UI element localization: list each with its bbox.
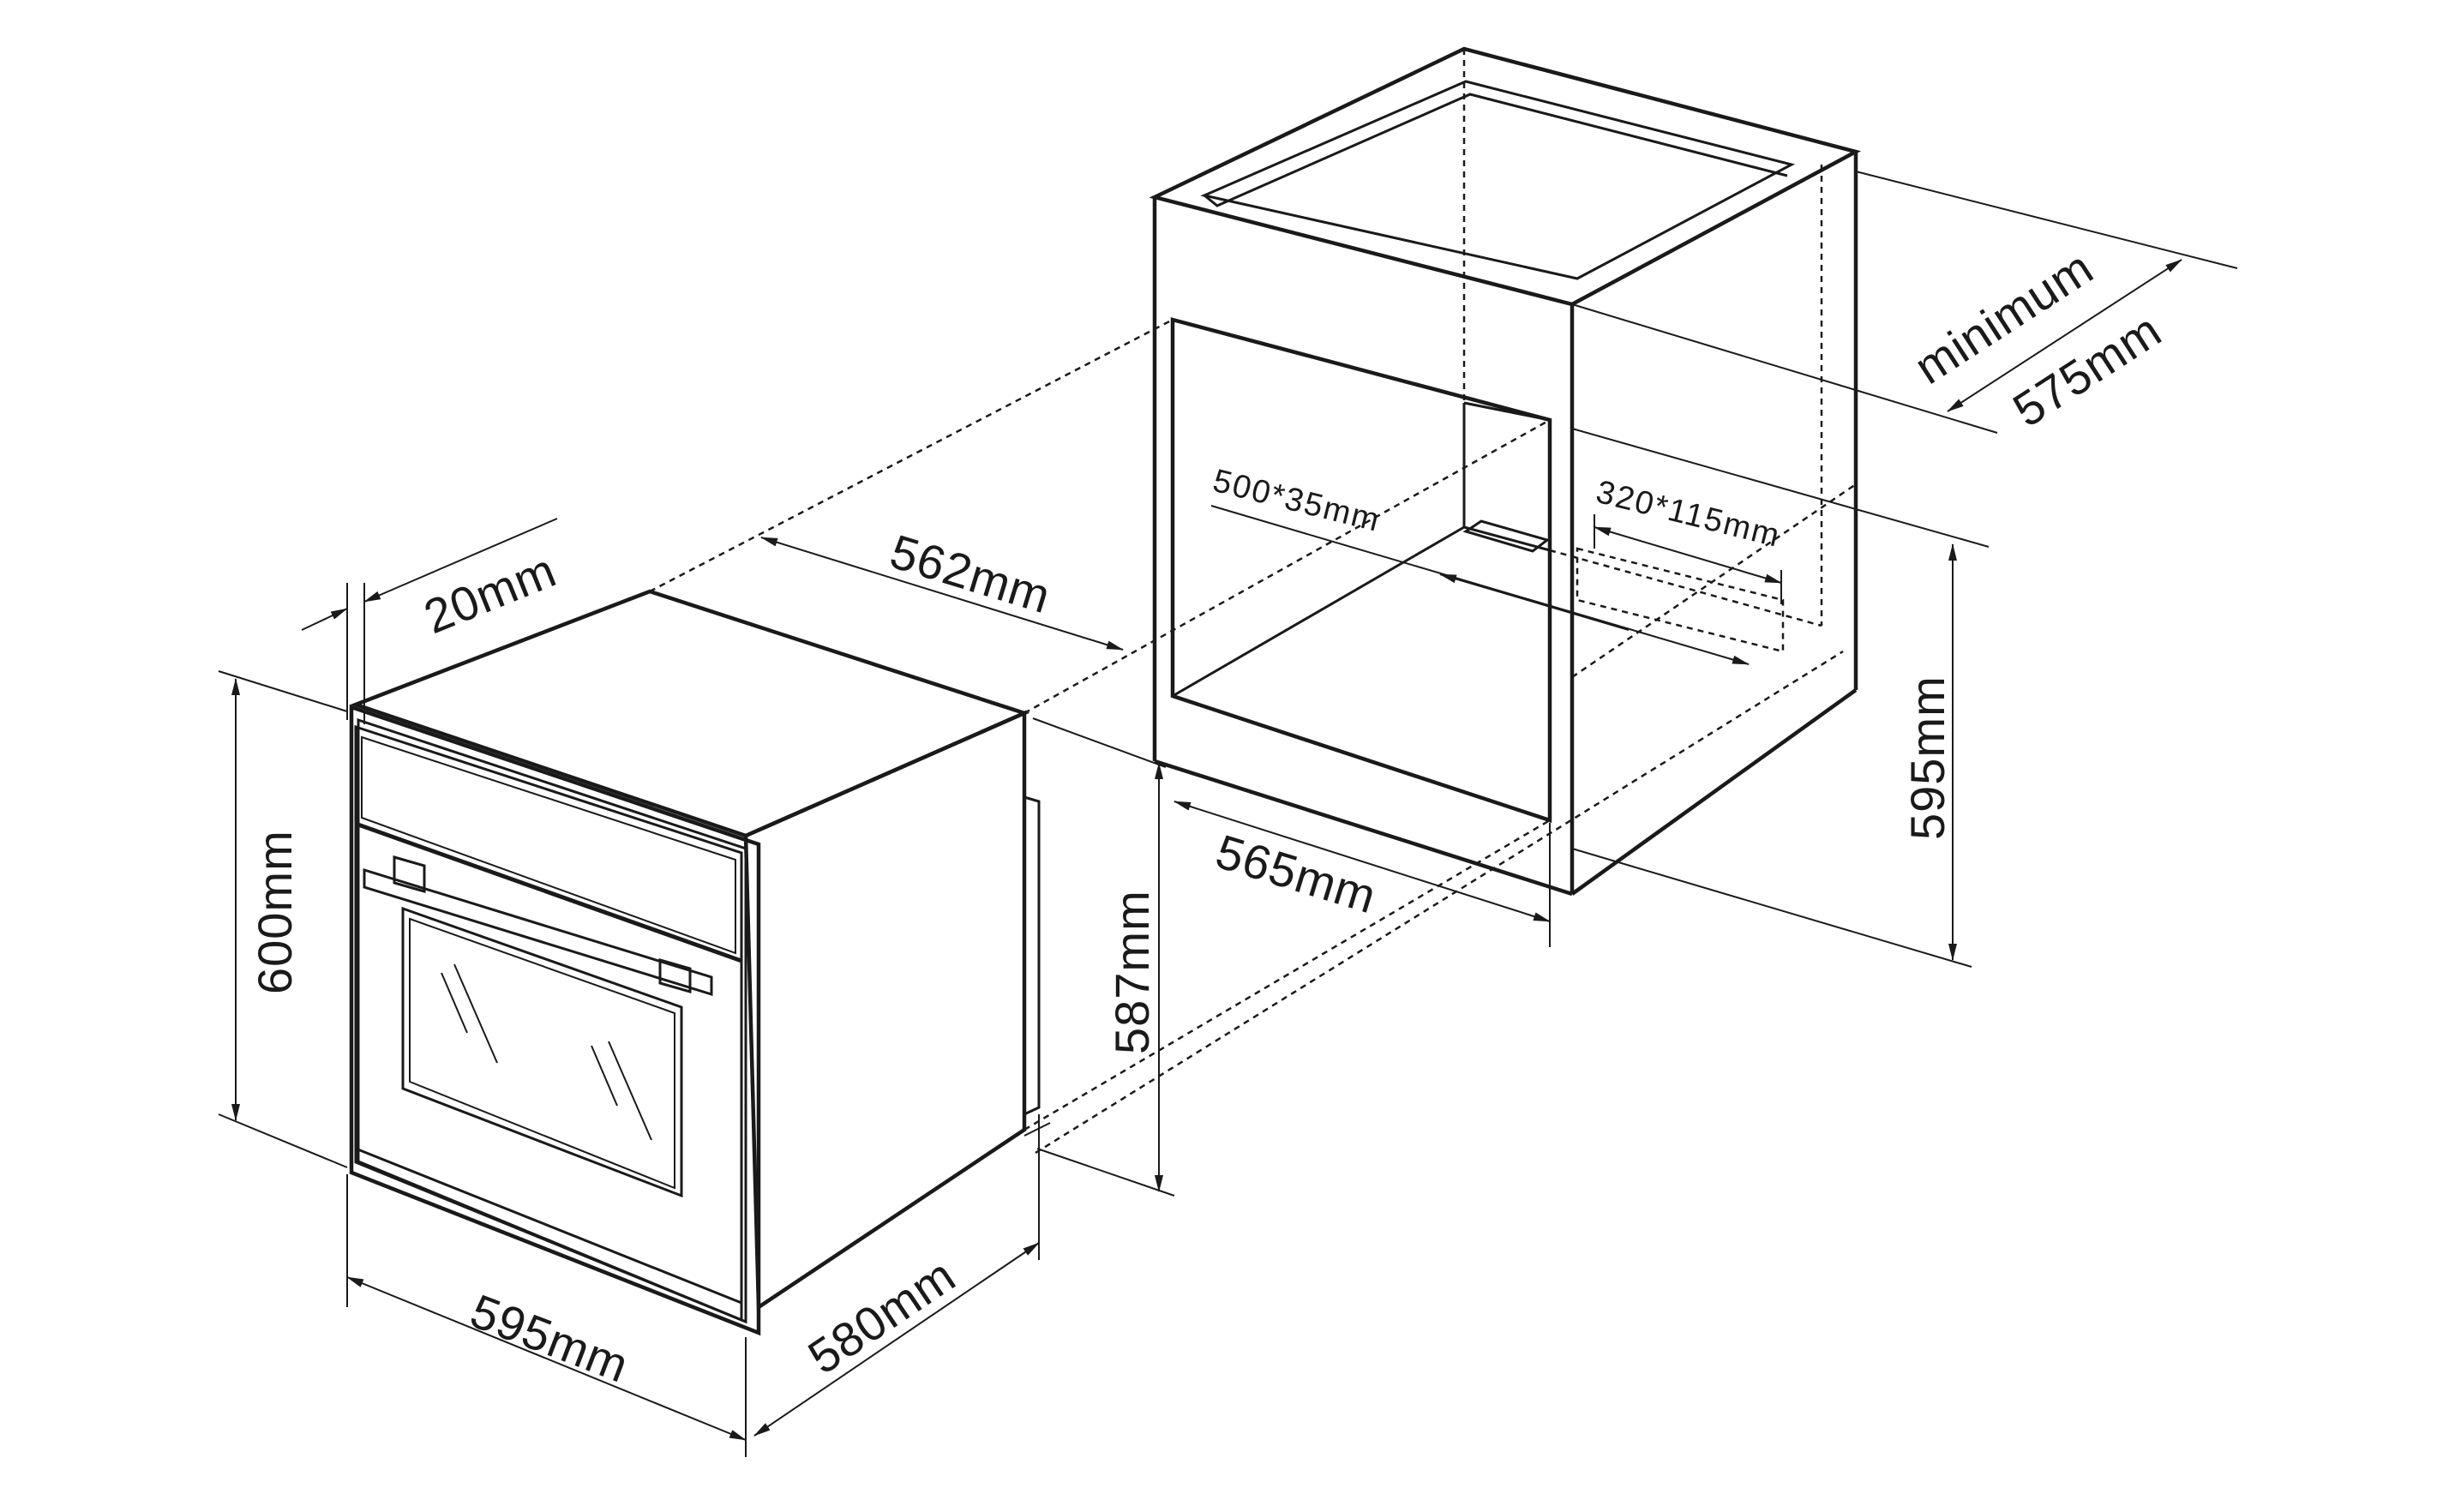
handle-bracket-right <box>658 958 692 993</box>
label-front-vent: 500*35mm <box>1209 463 1384 539</box>
oven <box>349 589 1041 1336</box>
dim-line-562mm <box>760 537 1124 651</box>
label-oven-width: 595mm <box>464 1283 637 1393</box>
dim-line-580mm <box>753 1242 1040 1437</box>
dim-line-front-vent <box>1210 505 1750 665</box>
ext-595h-bottom <box>1571 848 1972 968</box>
niche-back-top <box>1463 401 1551 422</box>
ext-587-bottom <box>1036 1148 1175 1197</box>
projection-lines <box>649 318 1844 1155</box>
label-cabinet-height: 595mm <box>1900 675 1954 840</box>
ext-587-top <box>1032 717 1167 768</box>
dimension-lines <box>218 171 2238 1457</box>
cabinet <box>1149 46 1862 897</box>
ext-575-top <box>1855 171 2238 269</box>
niche-floor-left <box>1172 525 1465 698</box>
oven-side-face <box>743 710 1027 1311</box>
ext-575-bottom <box>1571 303 1998 434</box>
projection-middle <box>1023 418 1551 715</box>
ext-595h-top <box>1571 428 1990 548</box>
projection-top <box>649 318 1173 593</box>
rear-vent-hidden <box>1576 547 1785 653</box>
door-handle <box>363 867 713 997</box>
control-panel <box>354 724 743 963</box>
door-bottom-strip <box>355 1147 742 1305</box>
dim-line-front-vent-b <box>1439 573 1630 631</box>
projection-lower <box>1023 819 1551 1131</box>
dim-line-20mm <box>301 608 348 631</box>
label-rear-vent: 320*115mm <box>1593 474 1785 555</box>
oven-front-frame-inner <box>357 717 747 1324</box>
cabinet-top-rim <box>1149 46 1862 307</box>
label-install-depth: 562mm <box>884 524 1057 623</box>
cabinet-top-opening-depth <box>1203 93 1788 207</box>
cabinet-bottom-right-edge <box>1570 688 1858 896</box>
projection-bottom <box>1035 650 1844 1155</box>
door-window-inner <box>409 917 675 1190</box>
ext-600-top <box>218 670 348 712</box>
glass-reflection-1 <box>441 972 468 1034</box>
glass-reflection-2 <box>453 963 498 1064</box>
handle-bracket-left <box>393 855 426 893</box>
oven-door <box>354 822 743 1323</box>
label-oven-height: 600mm <box>248 830 302 994</box>
control-panel-inner <box>361 735 736 955</box>
cabinet-top-opening <box>1200 80 1796 280</box>
dim-line-565mm <box>1173 801 1551 922</box>
dim-line-rear-vent <box>1594 526 1782 584</box>
dim-line-595mm-width <box>346 1276 747 1441</box>
label-panel-depth: 20mm <box>417 543 564 644</box>
dim-line-20mm-b <box>363 518 558 603</box>
ext-600-bottom <box>218 1113 348 1168</box>
dim-line-575mm <box>1947 259 2182 412</box>
front-vent-slot <box>1462 519 1551 553</box>
label-niche-height: 587mm <box>1105 890 1159 1054</box>
glass-reflection-3 <box>591 1045 618 1107</box>
door-window <box>401 906 683 1198</box>
oven-rear-bracket <box>1023 795 1041 1116</box>
glass-reflection-4 <box>608 1041 652 1141</box>
label-oven-depth: 580mm <box>798 1248 964 1384</box>
label-niche-width: 565mm <box>1209 824 1383 923</box>
ext-580 <box>1023 1122 1051 1137</box>
cabinet-niche-opening <box>1170 317 1552 824</box>
niche-floor-back <box>1463 525 1551 552</box>
